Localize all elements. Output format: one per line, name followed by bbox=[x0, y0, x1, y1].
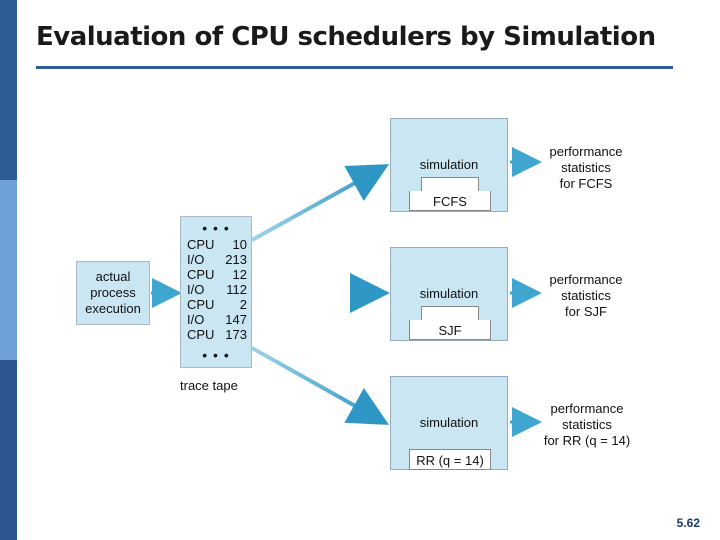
source-line-2: process bbox=[90, 285, 136, 300]
perf-line: statistics bbox=[562, 417, 612, 432]
arrow-tape-to-rr bbox=[251, 346, 389, 425]
scheduler-step bbox=[421, 177, 479, 192]
perf-line: statistics bbox=[561, 160, 611, 175]
actual-process-execution-box: actual process execution bbox=[76, 261, 150, 325]
performance-stats-sjf: performance statistics for SJF bbox=[531, 272, 641, 320]
side-bar-segment-top bbox=[0, 0, 17, 180]
performance-stats-fcfs: performance statistics for FCFS bbox=[531, 144, 641, 192]
perf-line: for FCFS bbox=[559, 176, 613, 191]
perf-line: for RR (q = 14) bbox=[543, 433, 631, 448]
simulation-label: simulation bbox=[419, 286, 479, 301]
source-line-3: execution bbox=[85, 301, 141, 316]
slide-title: Evaluation of CPU schedulers by Simulati… bbox=[36, 22, 656, 52]
arrow-tape-to-fcfs bbox=[251, 164, 389, 242]
title-underline bbox=[36, 66, 673, 69]
perf-line: performance bbox=[549, 272, 623, 287]
simulation-box-rr: simulation RR (q = 14) bbox=[390, 376, 508, 470]
simulation-label: simulation bbox=[419, 415, 479, 430]
scheduler-name: SJF bbox=[438, 323, 462, 338]
scheduler-block-fcfs: FCFS bbox=[409, 191, 491, 211]
scheduler-name: FCFS bbox=[433, 194, 467, 209]
page-number: 5.62 bbox=[676, 516, 700, 530]
side-bar-segment-bottom bbox=[0, 360, 17, 540]
perf-line: for SJF bbox=[565, 304, 607, 319]
simulation-label: simulation bbox=[419, 157, 479, 172]
trace-tape-dots-top: • • • bbox=[202, 220, 230, 236]
scheduler-step bbox=[421, 306, 479, 321]
performance-stats-rr: performance statistics for RR (q = 14) bbox=[526, 401, 648, 449]
trace-tape-dots-bottom: • • • bbox=[202, 347, 230, 363]
trace-tape-caption: trace tape bbox=[180, 378, 238, 393]
simulation-box-sjf: simulation SJF bbox=[390, 247, 508, 341]
source-line-1: actual bbox=[95, 269, 131, 284]
scheduler-name: RR (q = 14) bbox=[416, 453, 484, 468]
simulation-box-fcfs: simulation FCFS bbox=[390, 118, 508, 212]
scheduler-block-sjf: SJF bbox=[409, 320, 491, 340]
side-bar-segment-middle bbox=[0, 180, 17, 360]
side-accent-bar bbox=[0, 0, 17, 540]
perf-line: performance bbox=[549, 144, 623, 159]
perf-line: performance bbox=[550, 401, 624, 416]
diagram-arrows bbox=[151, 147, 542, 437]
perf-line: statistics bbox=[561, 288, 611, 303]
scheduler-block-rr: RR (q = 14) bbox=[409, 449, 491, 470]
